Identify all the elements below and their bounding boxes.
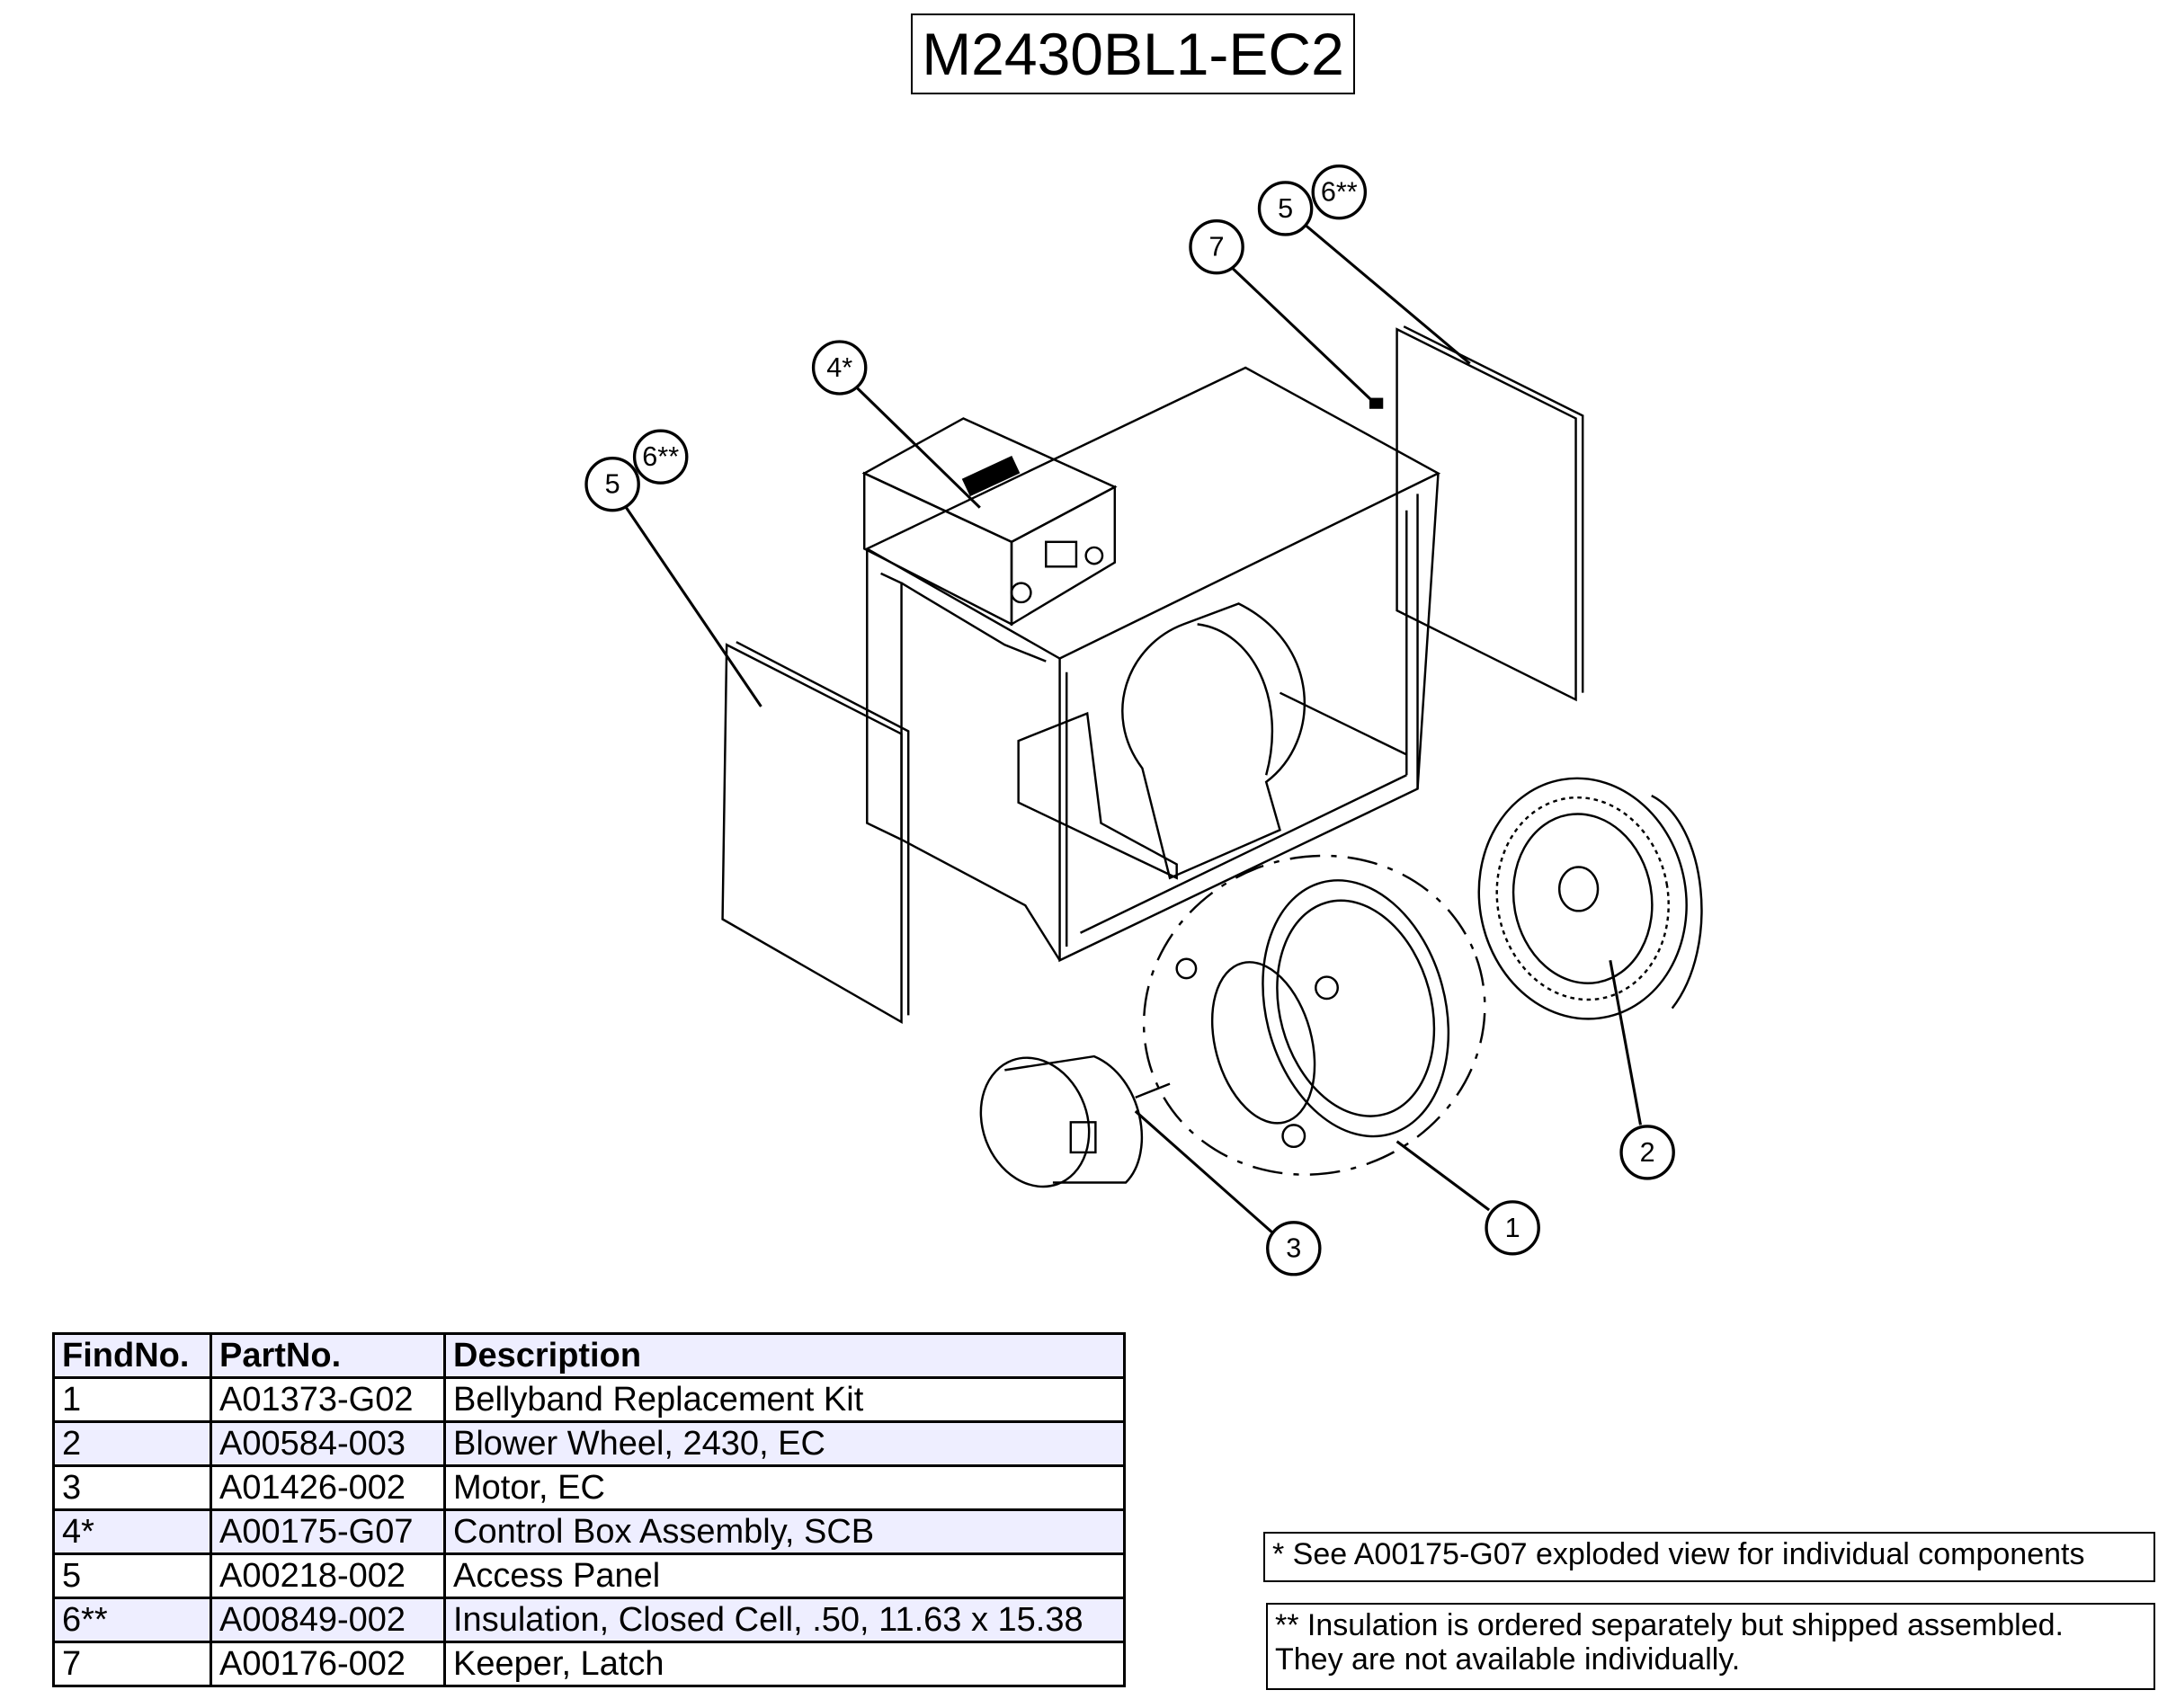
svg-text:2: 2 <box>1640 1137 1655 1168</box>
description: Bellyband Replacement Kit <box>443 1376 1126 1423</box>
svg-text:6**: 6** <box>642 441 679 472</box>
find-no: 5 <box>52 1552 212 1599</box>
part-no: A00849-002 <box>210 1597 446 1643</box>
description: Access Panel <box>443 1552 1126 1599</box>
svg-text:5: 5 <box>605 469 620 500</box>
description: Insulation, Closed Cell, .50, 11.63 x 15… <box>443 1597 1126 1643</box>
callout-7: 7 <box>1189 219 1244 275</box>
find-no: 4* <box>52 1508 212 1555</box>
svg-text:1: 1 <box>1505 1213 1520 1243</box>
svg-text:4*: 4* <box>826 352 852 383</box>
note-control-box: * See A00175-G07 exploded view for indiv… <box>1263 1532 2155 1582</box>
note-insulation: ** Insulation is ordered separately but … <box>1266 1603 2155 1690</box>
part-no: A00584-003 <box>210 1420 446 1467</box>
callout-2: 2 <box>1619 1125 1675 1180</box>
motor <box>979 1054 1171 1188</box>
header-partno: PartNo. <box>210 1332 446 1379</box>
callout-5-top: 5 <box>1257 181 1314 236</box>
drawing-title: M2430BL1-EC2 <box>911 13 1355 94</box>
part-no: A00176-002 <box>210 1641 446 1687</box>
callout-4: 4* <box>811 340 868 396</box>
note-insulation-line1: ** Insulation is ordered separately but … <box>1275 1608 2064 1642</box>
note-insulation-line2: They are not available individually. <box>1275 1642 1741 1677</box>
blower-cabinet <box>864 366 1441 963</box>
blower-wheel <box>1477 777 1703 1020</box>
callout-5-left: 5 <box>584 457 640 512</box>
part-no: A00218-002 <box>210 1552 446 1599</box>
description: Blower Wheel, 2430, EC <box>443 1420 1126 1467</box>
svg-text:5: 5 <box>1278 193 1293 224</box>
description: Motor, EC <box>443 1464 1126 1511</box>
bellyband <box>1142 854 1486 1176</box>
callout-6-top: 6** <box>1311 164 1368 220</box>
header-description: Description <box>443 1332 1126 1379</box>
part-no: A01426-002 <box>210 1464 446 1511</box>
callout-6-left: 6** <box>632 429 689 485</box>
find-no: 1 <box>52 1376 212 1423</box>
description: Control Box Assembly, SCB <box>443 1508 1126 1555</box>
access-panel-right <box>1369 325 1584 702</box>
part-no: A00175-G07 <box>210 1508 446 1555</box>
svg-text:6**: 6** <box>1321 177 1358 208</box>
find-no: 6** <box>52 1597 212 1643</box>
svg-text:7: 7 <box>1209 232 1225 262</box>
callout-3: 3 <box>1266 1221 1322 1277</box>
control-box <box>861 417 1118 627</box>
description: Keeper, Latch <box>443 1641 1126 1687</box>
find-no: 3 <box>52 1464 212 1511</box>
callout-1: 1 <box>1485 1200 1540 1256</box>
svg-text:3: 3 <box>1286 1233 1301 1264</box>
find-no: 2 <box>52 1420 212 1467</box>
part-no: A01373-G02 <box>210 1376 446 1423</box>
table-header-row: FindNo. PartNo. Description <box>52 1332 1126 1379</box>
header-findno: FindNo. <box>52 1332 212 1379</box>
find-no: 7 <box>52 1641 212 1687</box>
access-panel-left <box>721 641 910 1025</box>
